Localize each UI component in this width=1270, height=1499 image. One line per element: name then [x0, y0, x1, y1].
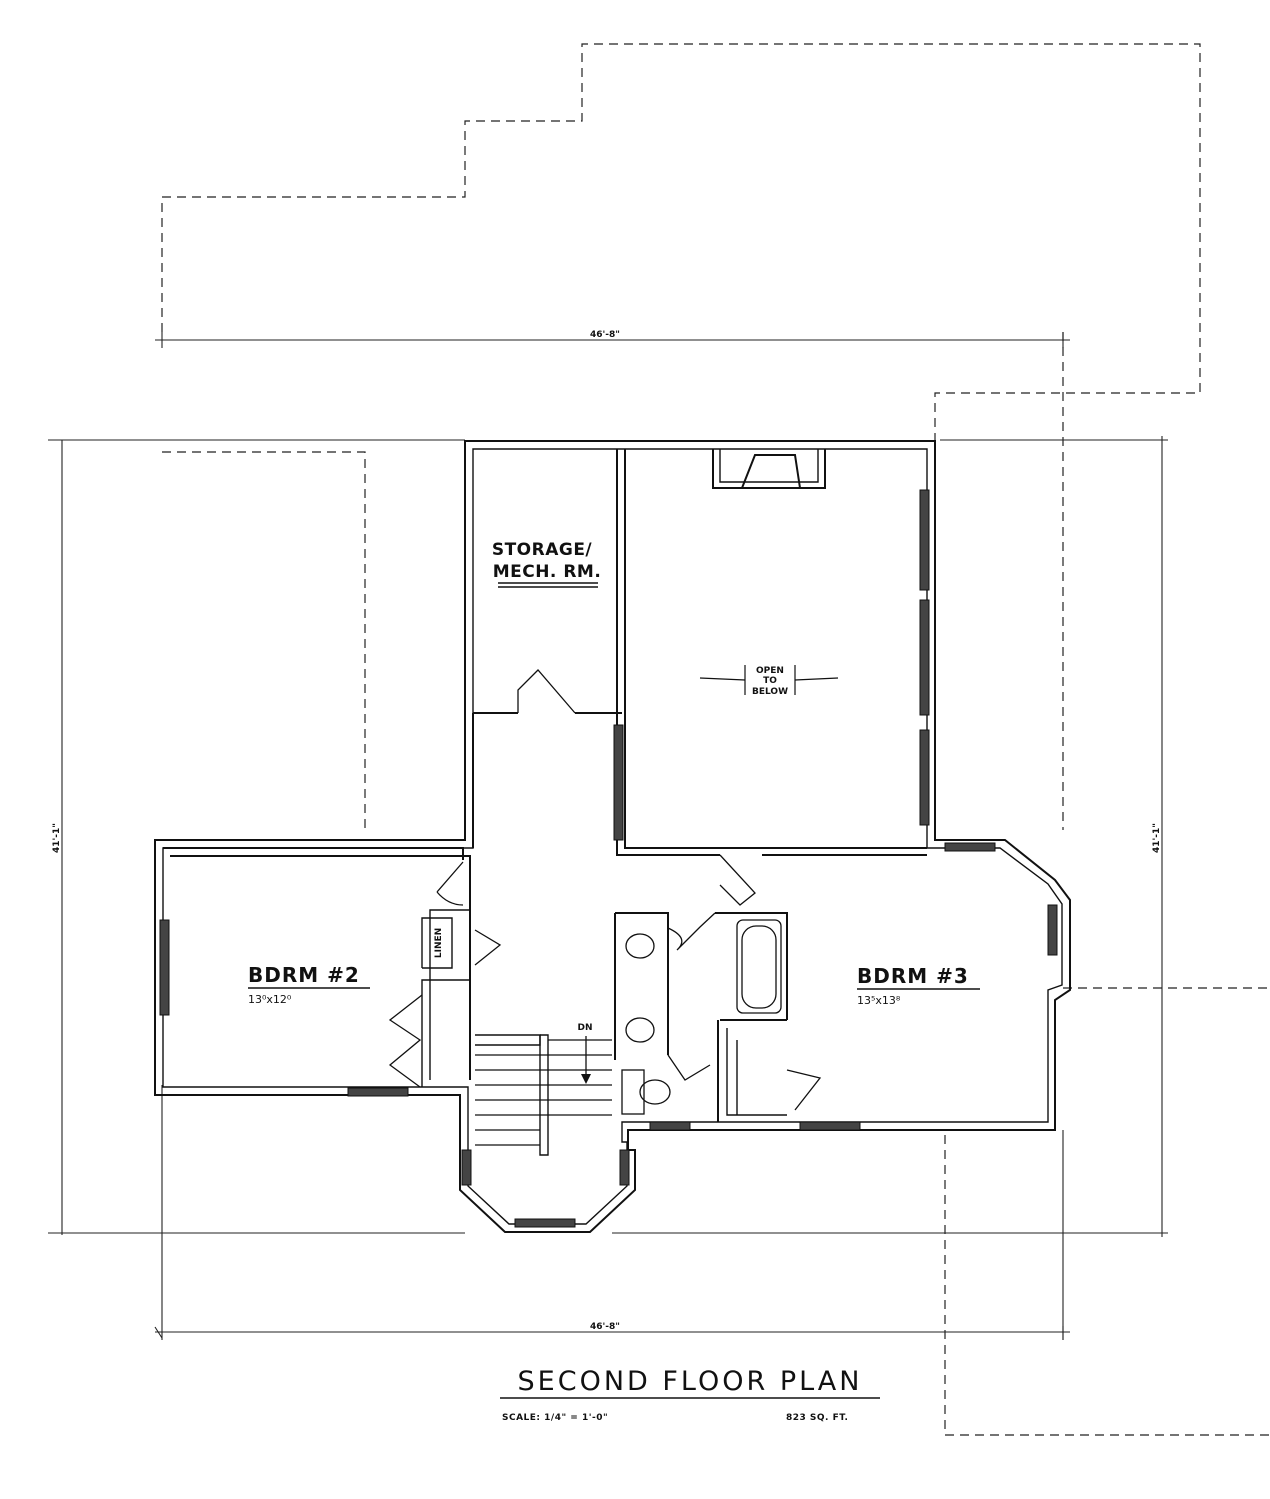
- open-to-below-line1: OPEN: [756, 666, 784, 676]
- open-to-below-line2: TO: [763, 676, 777, 686]
- fireplace: [712, 449, 826, 489]
- lower-floor-outline: [161, 43, 1270, 1436]
- top-width-dimension: 46'-8": [590, 330, 620, 340]
- right-depth-dimension: 41'-1": [1152, 823, 1162, 853]
- linen-closet-label: LINEN: [434, 928, 444, 958]
- dimension-lines: [48, 332, 1168, 1340]
- plan-title: SECOND FLOOR PLAN: [518, 1366, 863, 1397]
- interior-walls: [163, 449, 927, 1156]
- exterior-walls: [154, 440, 1071, 1233]
- bedroom-2-label: BDRM #2: [248, 963, 360, 987]
- open-to-below-marker: [699, 665, 839, 695]
- stairs: [475, 1036, 612, 1146]
- door-swings: [388, 669, 822, 1111]
- plan-area: 823 SQ. FT.: [786, 1413, 848, 1423]
- plan-scale: SCALE: 1/4" = 1'-0": [502, 1413, 608, 1423]
- bottom-width-dimension: 46'-8": [590, 1322, 620, 1332]
- bedroom-3-size: 13⁵x13⁸: [857, 994, 901, 1007]
- bedroom-2-size: 13⁰x12⁰: [248, 993, 292, 1006]
- stair-down-label: DN: [577, 1023, 592, 1033]
- storage-room-label-line1: STORAGE/: [492, 540, 593, 560]
- bathroom-fixtures: [621, 919, 782, 1115]
- open-to-below-line3: BELOW: [752, 687, 788, 697]
- bedroom-3-label: BDRM #3: [857, 964, 969, 988]
- windows: [159, 489, 1058, 1228]
- storage-room-label-line2: MECH. RM.: [493, 562, 602, 582]
- left-depth-dimension: 41'-1": [52, 823, 62, 853]
